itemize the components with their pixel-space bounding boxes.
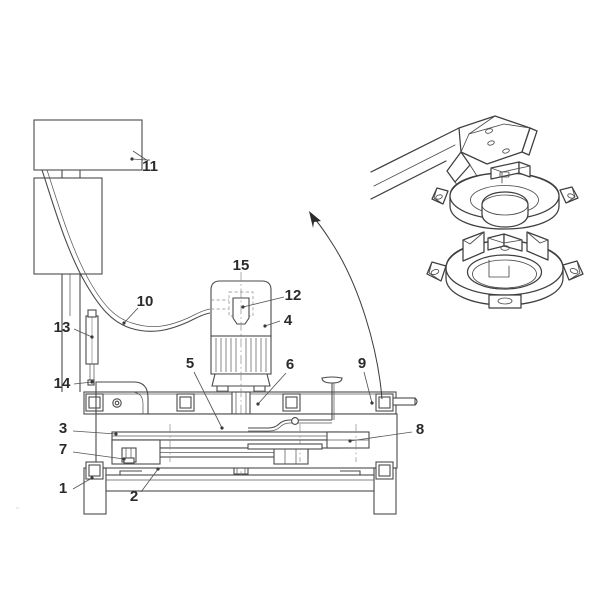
detail-transfer-arrow: [309, 211, 383, 400]
control-cabinet: [33, 119, 143, 392]
callout-label-10: 10: [137, 293, 154, 310]
callout-label-8: 8: [416, 421, 424, 438]
callout-label-5: 5: [186, 355, 194, 372]
callout-label-1: 1: [59, 480, 67, 497]
callout-12: 12: [241, 287, 301, 309]
callout-label-15: 15: [233, 257, 250, 274]
callout-2: 2: [130, 467, 160, 505]
callout-9: 9: [358, 355, 374, 405]
callout-label-12: 12: [285, 287, 302, 304]
rail-bearing-blocks: [85, 393, 394, 412]
callout-label-3: 3: [59, 420, 67, 437]
callout-label-2: 2: [130, 488, 138, 505]
callout-6: 6: [256, 356, 294, 406]
callout-8: 8: [348, 421, 424, 443]
machine-body: [95, 381, 398, 469]
callout-label-11: 11: [142, 158, 158, 175]
mounting-bracket-arm: [370, 115, 538, 200]
callout-10: 10: [122, 293, 153, 325]
callout-7: 7: [59, 441, 126, 461]
callout-15: 15: [233, 257, 250, 274]
callout-1: 1: [59, 476, 94, 497]
exploded-housing-detail: [370, 115, 584, 309]
motor-cooling-fins: [215, 338, 267, 372]
callout-label-6: 6: [286, 356, 294, 373]
callout-label-14: 14: [54, 375, 71, 392]
main-elevation-view: [33, 119, 418, 515]
lower-housing-ring: [426, 231, 584, 309]
callout-label-7: 7: [59, 441, 67, 458]
callout-4: 4: [263, 312, 293, 329]
flexible-hose: [41, 169, 211, 332]
callout-label-9: 9: [358, 355, 366, 372]
callout-3: 3: [59, 420, 118, 437]
callout-5: 5: [186, 355, 224, 430]
callout-layer: 1 2 3 4 5 6: [54, 150, 424, 505]
callout-label-13: 13: [54, 319, 71, 336]
scan-artifact-glyph: ¨: [16, 506, 20, 518]
upper-housing-cover: [431, 161, 579, 230]
callout-14: 14: [54, 375, 94, 392]
callout-13: 13: [54, 319, 94, 339]
callout-11: 11: [130, 150, 158, 175]
callout-label-4: 4: [284, 312, 293, 329]
control-lever: [248, 376, 343, 432]
